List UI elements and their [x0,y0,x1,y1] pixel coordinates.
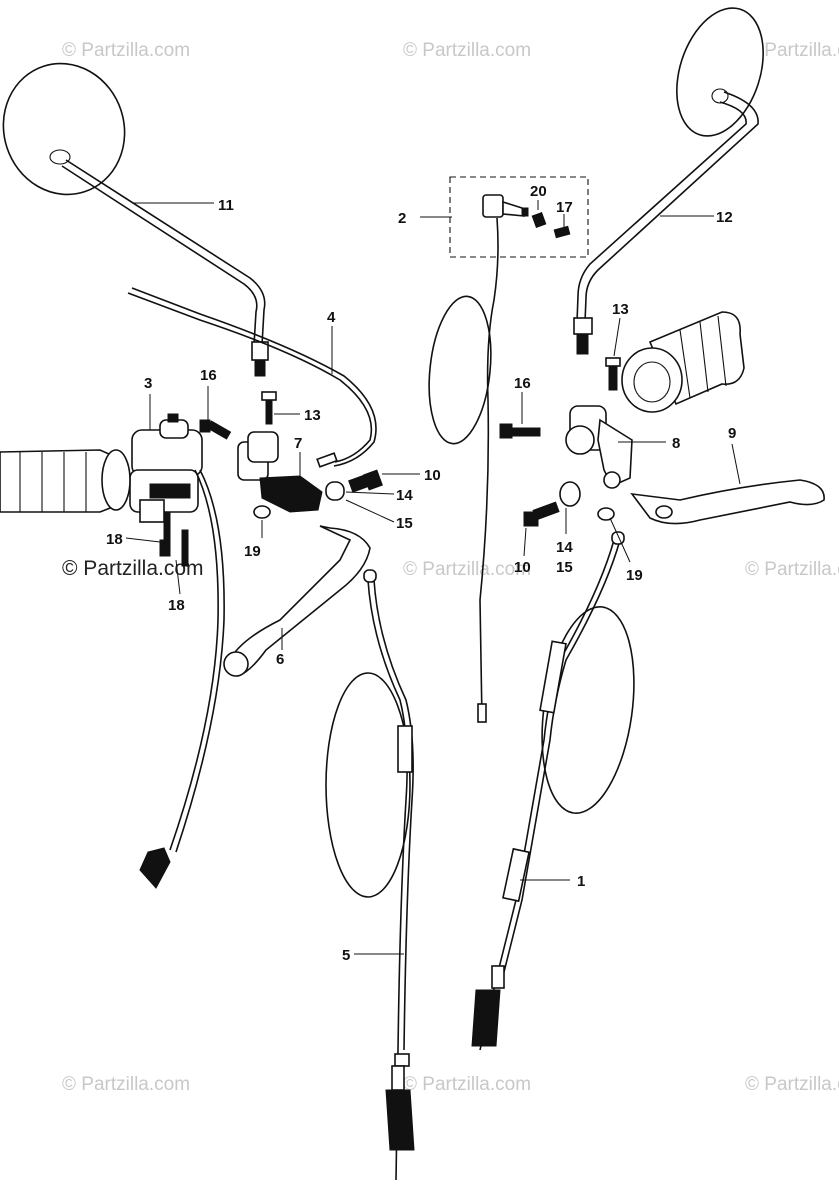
callout-14-right: 14 [556,539,573,556]
watermark-bottom-right: © Partzilla.com [745,1074,839,1095]
callout-6: 6 [276,651,284,668]
callout-2: 2 [398,210,406,227]
watermark-mid-center: © Partzilla.com [403,559,531,580]
callout-20: 20 [530,183,547,200]
callout-4: 4 [327,309,336,326]
clutch-cable-5 [325,569,415,1181]
callout-9: 9 [728,425,736,442]
callout-16-right: 16 [514,375,531,392]
right-grip [621,311,745,413]
callout-15-left: 15 [396,515,413,532]
callout-10-right: 10 [514,559,531,576]
callout-5: 5 [342,947,350,964]
clutch-lever-assembly [223,431,371,677]
brake-lever-assembly [565,405,825,525]
callout-13-left: 13 [304,407,321,424]
callout-15-right: 15 [556,559,573,576]
callout-18-bottom: 18 [168,597,185,614]
watermark-top-center: © Partzilla.com [403,40,531,61]
left-switch-housing [0,413,225,889]
callout-1: 1 [577,873,585,890]
watermark-mid-left: © Partzilla.com [62,557,204,580]
brake-cable-1 [471,531,635,1051]
callout-10-left: 10 [424,467,441,484]
callouts: 1 2 3 4 5 6 7 8 9 10 10 11 12 13 13 14 1… [106,183,736,964]
callout-18-left: 18 [106,531,123,548]
callout-8: 8 [672,435,680,452]
callout-12: 12 [716,209,733,226]
callout-13-right: 13 [612,301,629,318]
callout-3: 3 [144,375,152,392]
watermark-bottom-left: © Partzilla.com [62,1074,190,1095]
callout-7: 7 [294,435,302,452]
left-cable-4 [127,287,377,468]
callout-14-left: 14 [396,487,413,504]
leader-lines [125,200,741,955]
callout-16-left: 16 [200,367,217,384]
watermark-mid-right: © Partzilla.com [745,559,839,580]
callout-19-right: 19 [626,567,643,584]
watermark-top-right: © Partzilla.com [745,40,839,61]
callout-17: 17 [556,199,573,216]
watermark-bottom-center: © Partzilla.com [403,1074,531,1095]
right-mirror [573,7,764,355]
left-mirror [2,62,269,377]
callout-11: 11 [218,197,234,214]
fasteners [159,357,621,567]
watermark-top-left: © Partzilla.com [62,40,190,61]
watermarks: © Partzilla.com © Partzilla.com © Partzi… [62,40,839,1095]
callout-19-left: 19 [244,543,261,560]
